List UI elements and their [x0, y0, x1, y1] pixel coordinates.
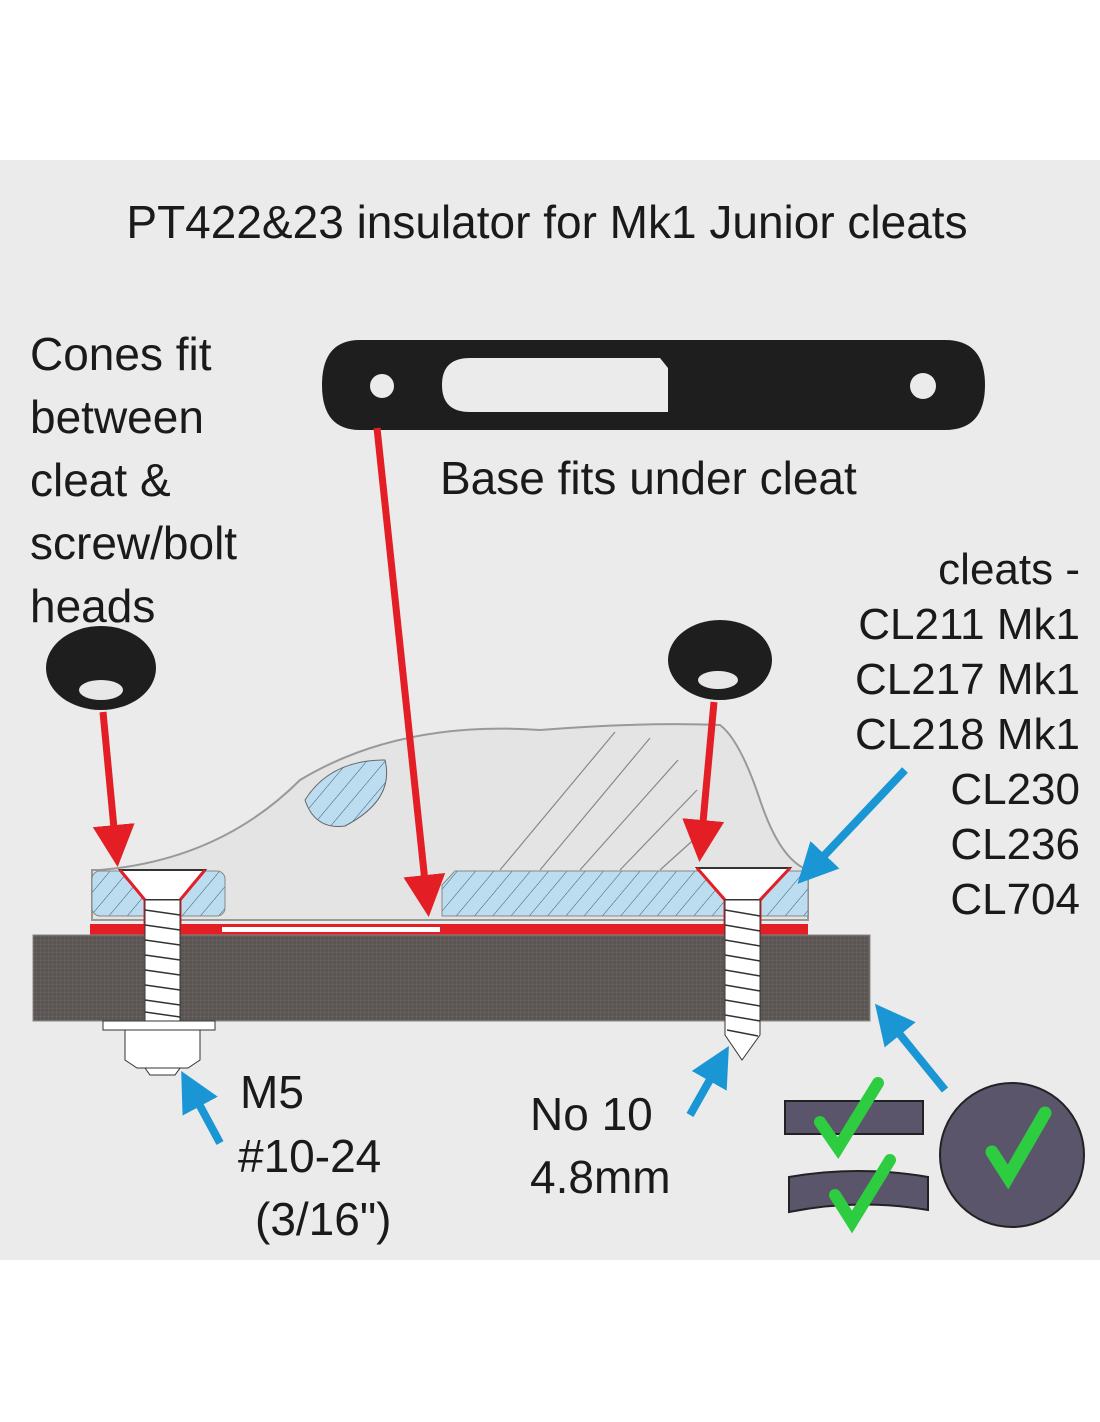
cone-icon-right — [668, 620, 772, 700]
cone-icon-left — [46, 626, 156, 710]
arrow-cone-right — [682, 701, 725, 862]
flat-deck-check-icon — [784, 1077, 924, 1159]
base-label: Base fits under cleat — [440, 452, 857, 504]
cleats-list: cleats - CL211 Mk1 CL217 Mk1 CL218 Mk1 C… — [855, 545, 1080, 924]
svg-text:cleats -: cleats - — [938, 545, 1080, 594]
svg-text:CL218 Mk1: CL218 Mk1 — [855, 710, 1080, 759]
arrow-bolt — [181, 1070, 224, 1145]
arrow-screw — [686, 1046, 729, 1117]
arrow-cleats — [797, 767, 908, 884]
curved-deck-check-icon — [788, 1154, 929, 1234]
bolt-icon — [102, 869, 216, 1076]
svg-text:#10-24: #10-24 — [238, 1130, 381, 1182]
red-arrows — [92, 427, 725, 917]
svg-text:CL217 Mk1: CL217 Mk1 — [855, 655, 1080, 704]
cones-label: Cones fit between cleat & screw/bolt hea… — [30, 328, 237, 632]
arrow-deck — [874, 1003, 949, 1093]
svg-text:CL230: CL230 — [950, 765, 1080, 814]
svg-text:CL236: CL236 — [950, 820, 1080, 869]
svg-text:No 10: No 10 — [530, 1088, 653, 1140]
svg-text:4.8mm: 4.8mm — [530, 1151, 671, 1203]
blue-arrows — [181, 767, 949, 1145]
strip-highlight — [222, 927, 440, 932]
svg-text:CL211 Mk1: CL211 Mk1 — [858, 600, 1080, 649]
svg-text:cleat &: cleat & — [30, 454, 171, 506]
screw-icon — [694, 866, 793, 1061]
svg-text:between: between — [30, 391, 204, 443]
svg-text:CL704: CL704 — [950, 875, 1080, 924]
svg-text:M5: M5 — [240, 1066, 304, 1118]
svg-text:heads: heads — [30, 580, 155, 632]
insulator-strip — [90, 924, 808, 935]
bolt-label: M5 #10-24 (3/16") — [238, 1066, 392, 1245]
screw-label: No 10 4.8mm — [530, 1088, 671, 1203]
svg-text:screw/bolt: screw/bolt — [30, 517, 237, 569]
diagram-title: PT422&23 insulator for Mk1 Junior cleats — [126, 196, 967, 248]
svg-text:(3/16"): (3/16") — [255, 1193, 392, 1245]
round-tube-check-icon — [939, 1082, 1085, 1228]
arrow-base — [373, 427, 446, 917]
svg-text:Cones fit: Cones fit — [30, 328, 212, 380]
arrow-cone-left — [92, 711, 135, 867]
insulator-base-icon — [322, 340, 985, 430]
